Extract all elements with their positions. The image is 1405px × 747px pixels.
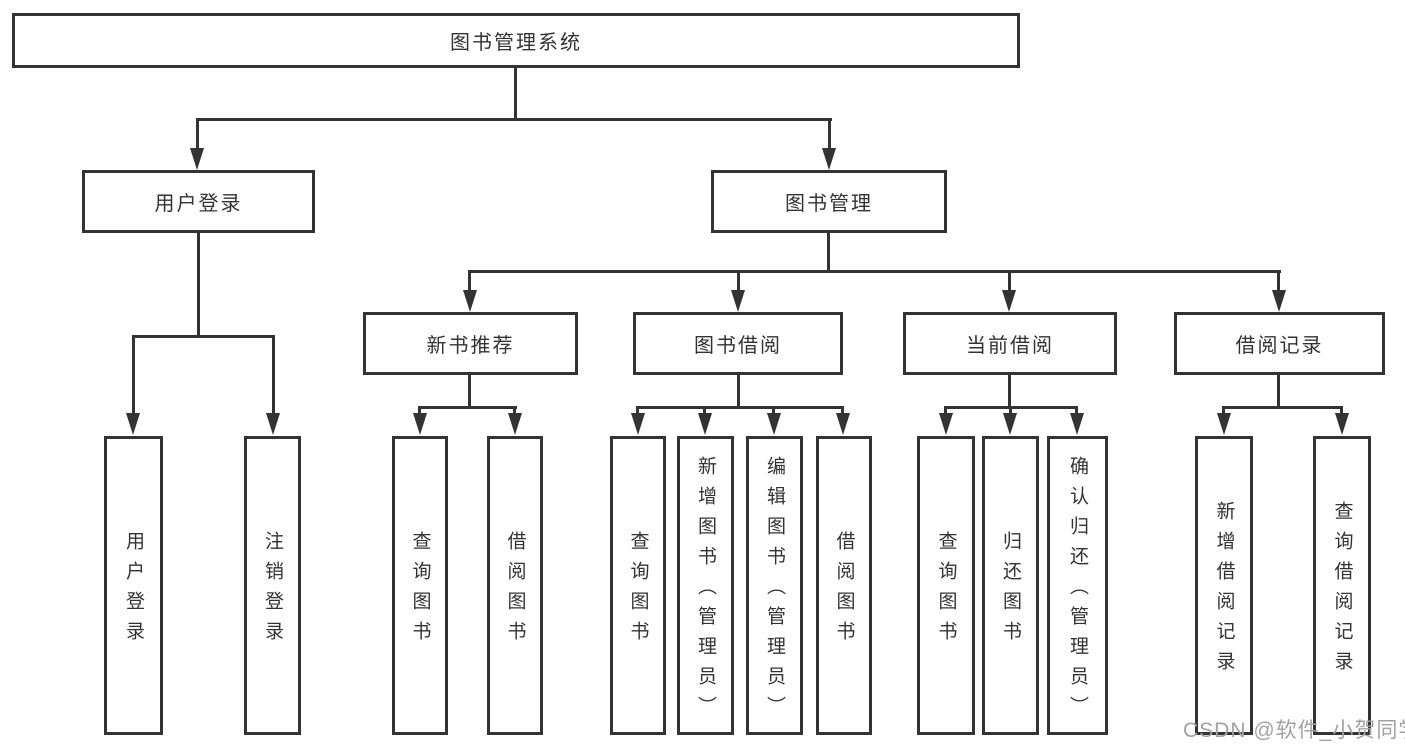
node-leaf-user-login: 用户登录 — [104, 436, 163, 735]
connector-arrow-icon — [1335, 413, 1349, 435]
node-leaf-bb-edit-books-admin: 编辑图书（管理员） — [746, 436, 803, 735]
connector-line — [1340, 406, 1343, 415]
connector-arrow-icon — [463, 290, 477, 312]
node-book-management-label: 图书管理 — [785, 193, 873, 215]
connector-line — [703, 406, 706, 415]
connector-line — [772, 406, 775, 415]
connector-line — [468, 375, 471, 408]
connector-arrow-icon — [1070, 413, 1084, 435]
node-leaf-cb-confirm-return-admin: 确认归还（管理员） — [1047, 436, 1108, 735]
connector-line — [468, 270, 1281, 273]
node-new-book-recommend-label: 新书推荐 — [426, 335, 515, 357]
node-leaf-nb-query-books: 查询图书 — [392, 436, 448, 735]
node-current-borrow-label: 当前借阅 — [966, 335, 1054, 357]
node-leaf-br-add-record-label: 新增借阅记录 — [1213, 501, 1235, 681]
connector-line — [1277, 375, 1280, 408]
connector-line — [514, 68, 517, 120]
connector-arrow-icon — [508, 413, 522, 435]
connector-line — [636, 406, 844, 409]
connector-line — [418, 406, 517, 409]
connector-line — [1008, 375, 1011, 408]
connector-arrow-icon — [1272, 290, 1286, 312]
node-leaf-bb-query-books: 查询图书 — [610, 436, 666, 735]
node-library-system-label: 图书管理系统 — [450, 32, 582, 54]
connector-line — [1222, 406, 1225, 415]
connector-line — [1277, 270, 1280, 292]
node-leaf-cb-query-books: 查询图书 — [917, 436, 975, 735]
connector-arrow-icon — [767, 413, 781, 435]
connector-arrow-icon — [698, 413, 712, 435]
node-borrow-records: 借阅记录 — [1174, 312, 1385, 375]
node-leaf-bb-borrow-books-label: 借阅图书 — [833, 531, 855, 651]
connector-line — [1222, 406, 1343, 409]
connector-arrow-icon — [1217, 413, 1231, 435]
node-book-management: 图书管理 — [711, 170, 947, 233]
node-leaf-bb-query-books-label: 查询图书 — [627, 531, 649, 651]
node-leaf-user-login-label: 用户登录 — [123, 531, 144, 651]
connector-line — [1008, 270, 1011, 292]
connector-arrow-icon — [836, 413, 850, 435]
node-leaf-nb-borrow-books-label: 借阅图书 — [504, 531, 526, 651]
connector-arrow-icon — [731, 290, 745, 312]
connector-line — [841, 406, 844, 415]
connector-arrow-icon — [190, 148, 204, 170]
node-leaf-cb-query-books-label: 查询图书 — [935, 531, 957, 651]
node-leaf-cb-return-books: 归还图书 — [982, 436, 1039, 735]
connector-arrow-icon — [126, 413, 140, 435]
connector-arrow-icon — [631, 413, 645, 435]
node-leaf-bb-add-books-admin-label: 新增图书（管理员） — [695, 456, 716, 726]
node-borrow-records-label: 借阅记录 — [1235, 335, 1324, 357]
node-leaf-logout: 注销登录 — [244, 436, 301, 735]
connector-line — [468, 270, 471, 292]
connector-arrow-icon — [1002, 290, 1016, 312]
connector-arrow-icon — [939, 413, 953, 435]
node-library-system: 图书管理系统 — [12, 13, 1020, 68]
connector-line — [827, 233, 830, 272]
connector-arrow-icon — [822, 148, 836, 170]
node-leaf-br-add-record: 新增借阅记录 — [1195, 436, 1253, 735]
node-leaf-nb-query-books-label: 查询图书 — [409, 531, 431, 651]
node-leaf-bb-borrow-books: 借阅图书 — [816, 436, 872, 735]
connector-line — [513, 406, 516, 415]
connector-arrow-icon — [413, 413, 427, 435]
node-leaf-bb-edit-books-admin-label: 编辑图书（管理员） — [764, 456, 785, 726]
node-current-borrow: 当前借阅 — [903, 312, 1117, 375]
node-leaf-cb-confirm-return-admin-label: 确认归还（管理员） — [1067, 456, 1088, 726]
connector-line — [132, 335, 275, 338]
connector-line — [944, 406, 947, 415]
csdn-watermark: CSDN @软件_小贺同学 — [1183, 719, 1405, 742]
node-user-login: 用户登录 — [82, 170, 315, 233]
node-book-borrow: 图书借阅 — [633, 312, 843, 375]
connector-line — [1009, 406, 1012, 415]
connector-line — [196, 118, 199, 152]
connector-line — [272, 335, 275, 415]
node-leaf-cb-return-books-label: 归还图书 — [1000, 531, 1021, 651]
node-leaf-bb-add-books-admin: 新增图书（管理员） — [677, 436, 734, 735]
connector-line — [132, 335, 135, 415]
connector-arrow-icon — [266, 413, 280, 435]
connector-line — [418, 406, 421, 415]
connector-arrow-icon — [1003, 413, 1017, 435]
connector-line — [737, 375, 740, 408]
connector-line — [636, 406, 639, 415]
connector-line — [197, 233, 200, 337]
node-book-borrow-label: 图书借阅 — [694, 335, 782, 357]
node-leaf-logout-label: 注销登录 — [262, 531, 283, 651]
connector-line — [737, 270, 740, 292]
connector-line — [1075, 406, 1078, 415]
node-leaf-br-query-record: 查询借阅记录 — [1313, 436, 1371, 735]
node-new-book-recommend: 新书推荐 — [363, 312, 578, 375]
node-leaf-br-query-record-label: 查询借阅记录 — [1331, 501, 1353, 681]
node-user-login-label: 用户登录 — [154, 193, 243, 215]
node-leaf-nb-borrow-books: 借阅图书 — [487, 436, 543, 735]
connector-line — [828, 118, 831, 152]
connector-line — [196, 118, 832, 121]
